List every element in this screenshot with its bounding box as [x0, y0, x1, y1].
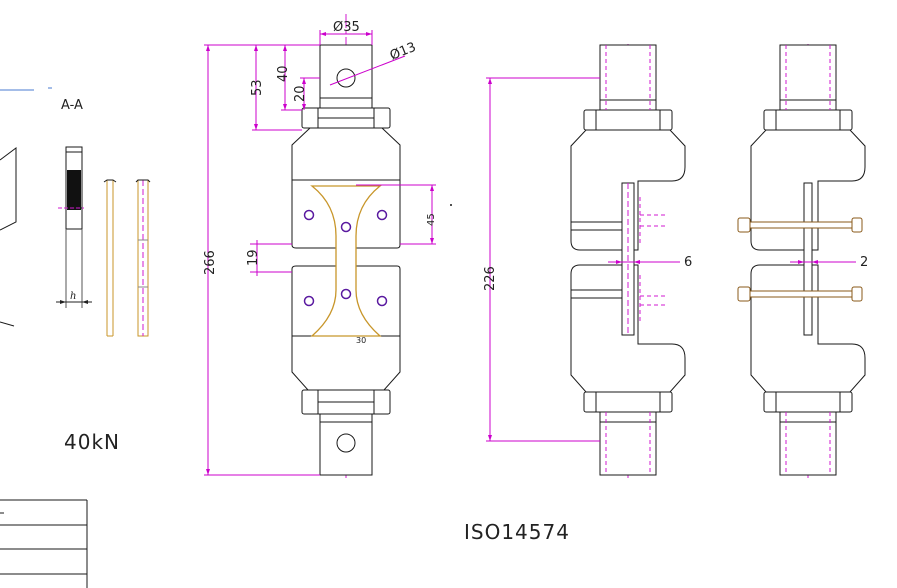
side1-top-nut [583, 109, 673, 131]
side1-top-shaft [599, 44, 657, 111]
side2-lower-bolt-head-right [851, 286, 863, 302]
side2-top-shaft [779, 44, 837, 111]
bolt-hole-lower-left [303, 295, 315, 307]
strip-2-cap [135, 179, 151, 183]
arrow-45-top [430, 185, 434, 191]
arrow-2-right [812, 260, 818, 264]
arrow-40-bottom [283, 104, 287, 110]
bolt-hole-upper-center [340, 221, 352, 233]
arrow-266-bottom [206, 469, 210, 475]
front-dimensions [204, 30, 436, 476]
arrow-45-bottom [430, 238, 434, 244]
dim-13-leader [329, 55, 406, 86]
dim-226-label: 226 [483, 266, 498, 291]
side2-upper-bolt-head-right [851, 217, 863, 233]
section-fill [67, 170, 81, 210]
load-rating: 40kN [64, 430, 120, 454]
arrow-2-left [798, 260, 804, 264]
stray-point [450, 204, 452, 206]
standard-caption: ISO14574 [464, 520, 570, 544]
section-view: h [56, 146, 92, 308]
side1-bottom-shaft [599, 411, 657, 476]
dogbone-specimen [310, 185, 382, 337]
side2-lower-bolt-shaft [747, 290, 855, 298]
arrow-266-top [206, 45, 210, 51]
strip-top-caps [103, 179, 151, 183]
dim-266-label: 266 [203, 250, 218, 275]
bolt-hole-upper-left [303, 209, 315, 221]
dim-53-label: 53 [250, 79, 265, 96]
title-block [0, 499, 88, 588]
bolt-hole-lower-center [340, 288, 352, 300]
arrow-35-left [320, 32, 326, 36]
arrow-226-bottom [488, 435, 492, 441]
dim-20-label: 20 [293, 85, 308, 102]
top-pin-hole [336, 68, 356, 88]
side2-bolts [737, 217, 863, 302]
side1-dimensions [486, 77, 680, 442]
strip-1 [106, 180, 114, 337]
arrow-35-right [366, 32, 372, 36]
dim-h-label: h [70, 291, 76, 302]
arrow-53-bottom [254, 124, 258, 130]
arrow-6-left [616, 260, 622, 264]
dim-19-label: 19 [246, 249, 261, 266]
bolt-hole-upper-right [376, 209, 388, 221]
front-dimension-arrows [206, 32, 434, 475]
dim-35-label: Ø35 [333, 20, 360, 35]
bolt-hole-lower-right [376, 295, 388, 307]
arrow-226-top [488, 78, 492, 84]
bottom-shaft [319, 413, 373, 476]
arrow-40-top [283, 45, 287, 51]
specimen-strips [106, 179, 149, 337]
section-label: A-A [61, 98, 83, 113]
section-arrow-right [82, 300, 88, 304]
side2-upper-bolt-head-left [737, 217, 751, 233]
dim-40-label: 40 [276, 65, 291, 82]
side1-dimension-arrows [488, 78, 640, 441]
side2-upper-bolt-shaft [747, 221, 855, 229]
partial-tick [0, 321, 15, 327]
side1-bottom-nut [583, 391, 673, 413]
left-partial-view [0, 147, 17, 327]
partial-body-outline [0, 147, 17, 231]
arrow-6-right [634, 260, 640, 264]
dim-6-label: 6 [684, 255, 692, 270]
arrow-20-top [302, 78, 306, 84]
section-outline [65, 146, 83, 230]
top-shaft [319, 44, 373, 109]
side2-bottom-nut [763, 391, 853, 413]
section-arrow-left [60, 300, 66, 304]
bottom-pin-hole [336, 433, 356, 453]
arrow-20-bottom [302, 104, 306, 110]
side2-lower-bolt-head-left [737, 286, 751, 302]
front-view [291, 14, 401, 478]
side2-bottom-shaft [779, 411, 837, 476]
side-view-1 [570, 44, 686, 478]
arrow-53-top [254, 45, 258, 51]
dim-30-label: 30 [356, 336, 366, 345]
dim-13-label: Ø13 [388, 40, 418, 64]
strip-1-cap [103, 179, 117, 183]
dim-2-label: 2 [860, 255, 868, 270]
side-view-2 [737, 44, 866, 478]
dim-45-label: 45 [426, 213, 437, 226]
side2-specimen [803, 182, 813, 336]
side2-top-nut [763, 109, 853, 131]
